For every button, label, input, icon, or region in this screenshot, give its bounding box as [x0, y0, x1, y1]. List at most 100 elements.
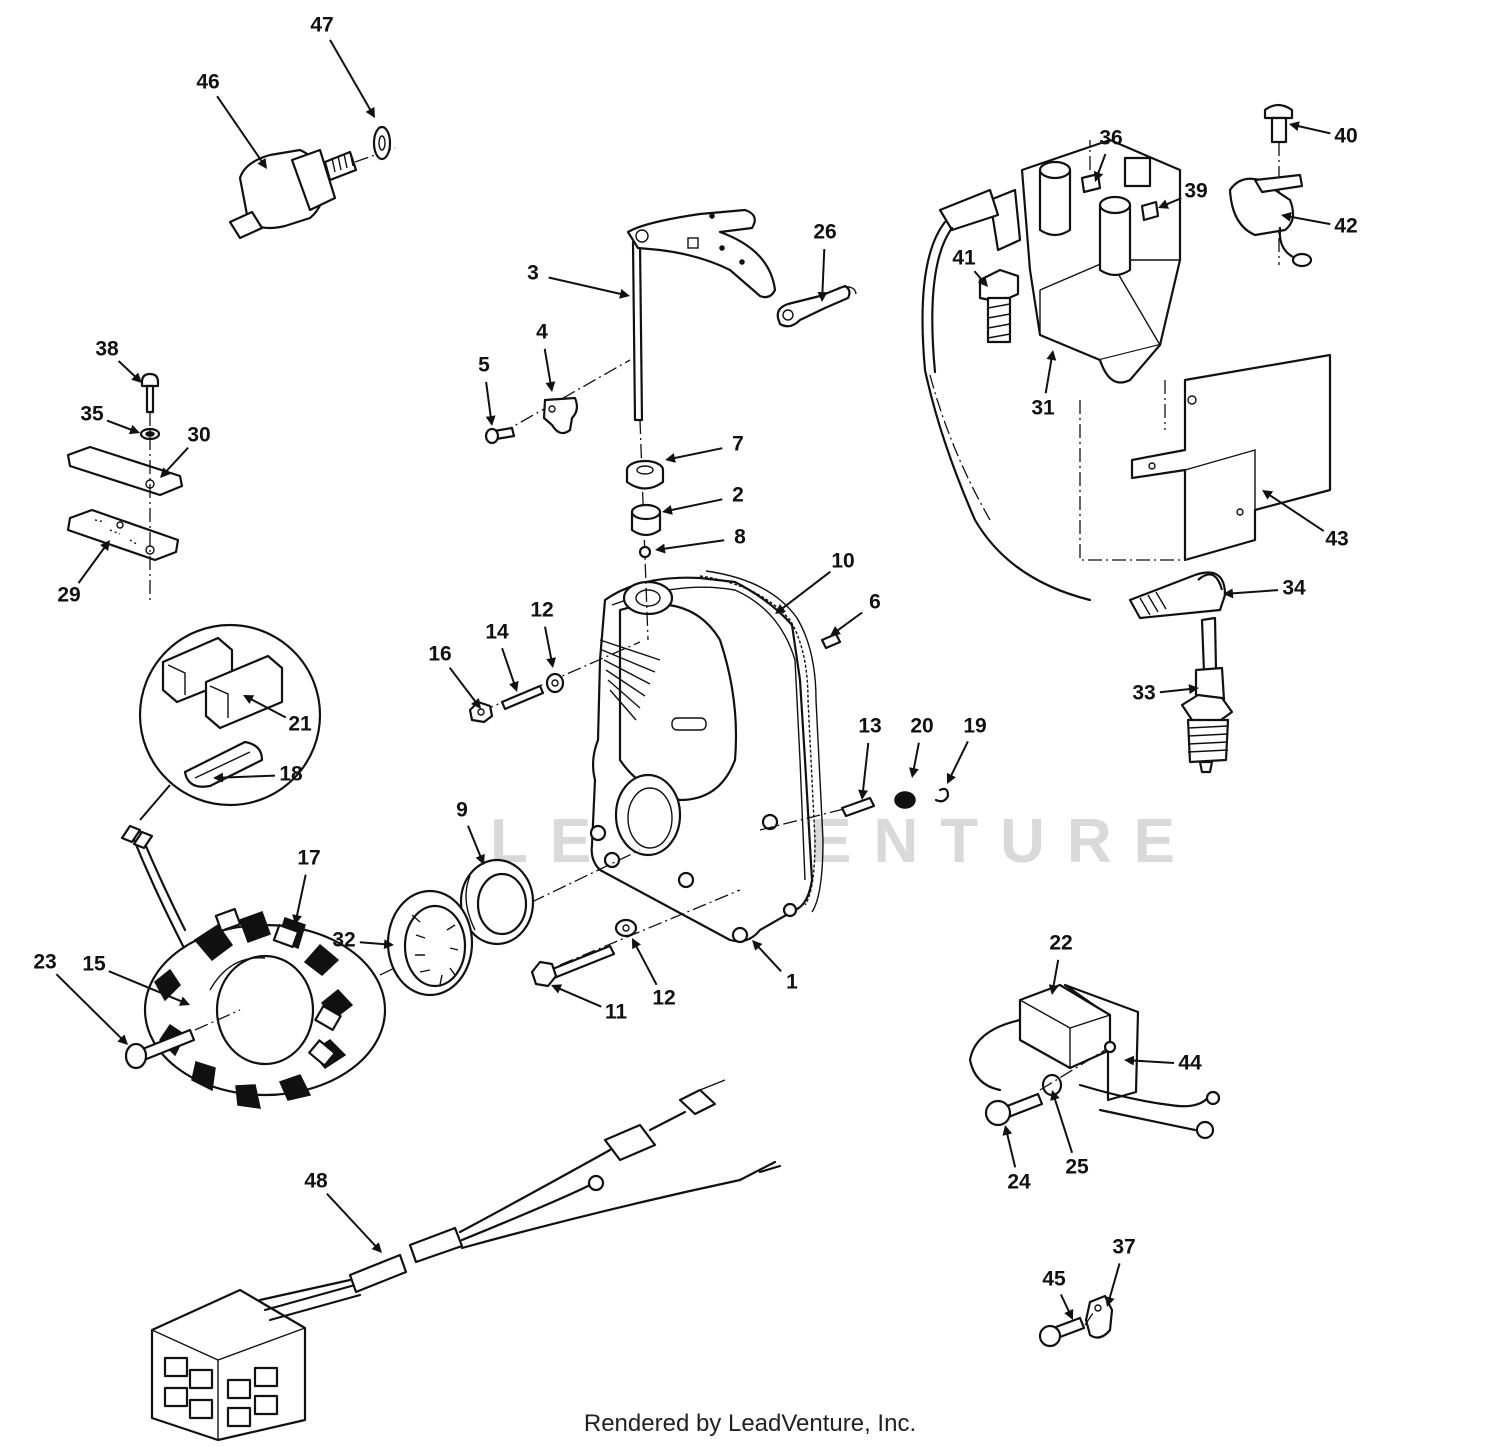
- callout-c3: 3: [527, 262, 630, 299]
- callout-c18: 18: [213, 763, 303, 786]
- callout-leader-c36: [1093, 153, 1107, 182]
- callout-label-c33: 33: [1132, 682, 1155, 705]
- callout-leader-c29: [77, 539, 110, 584]
- callout-label-c12b: 12: [652, 987, 675, 1010]
- callout-c47: 47: [310, 14, 375, 119]
- callout-label-c4: 4: [536, 321, 548, 344]
- pin-spring-retainer: [759, 787, 950, 831]
- callout-label-c3: 3: [527, 262, 539, 285]
- callout-leader-c26: [817, 248, 828, 302]
- callout-leader-c17: [292, 874, 307, 925]
- callout-leader-c35: [106, 419, 140, 435]
- callout-c2: 2: [662, 484, 744, 515]
- callout-c24: 24: [1002, 1124, 1031, 1194]
- callout-c13: 13: [858, 715, 882, 800]
- callout-c45: 45: [1042, 1268, 1074, 1321]
- callout-label-c31: 31: [1031, 397, 1055, 420]
- callout-label-c2: 2: [732, 484, 744, 507]
- callout-c8: 8: [655, 526, 746, 554]
- callout-c4: 4: [536, 321, 556, 392]
- callout-c41: 41: [952, 247, 988, 288]
- callout-c17: 17: [292, 847, 321, 925]
- callout-leader-c21: [243, 694, 287, 719]
- callout-leader-c40: [1288, 121, 1331, 135]
- callout-c12b: 12: [631, 938, 676, 1010]
- callout-label-c24: 24: [1007, 1171, 1031, 1194]
- callout-c36: 36: [1093, 127, 1123, 182]
- callout-leader-c6: [829, 611, 863, 636]
- spark-plug-and-boot: [1128, 571, 1234, 774]
- callout-leader-c22: [1048, 959, 1060, 995]
- callout-leader-c48: [326, 1193, 382, 1253]
- callout-leader-c12a: [544, 626, 556, 668]
- callout-leader-c15: [108, 970, 191, 1006]
- coil-bracket: [1079, 353, 1332, 562]
- callout-c15: 15: [82, 953, 191, 1006]
- callout-label-c10: 10: [831, 550, 854, 573]
- callout-leader-c47: [329, 39, 375, 119]
- callout-leader-c24: [1002, 1124, 1017, 1168]
- callout-leader-c38: [117, 360, 142, 383]
- callout-label-c41: 41: [952, 247, 976, 270]
- callout-c20: 20: [909, 715, 934, 778]
- callout-label-c30: 30: [187, 424, 210, 447]
- callout-c40: 40: [1288, 121, 1358, 148]
- callout-c25: 25: [1050, 1089, 1089, 1179]
- callout-leader-c10: [775, 570, 831, 615]
- oil-pressure-switch: [228, 125, 396, 240]
- callout-label-c32: 32: [332, 929, 355, 952]
- callout-leader-c13: [858, 742, 870, 800]
- callout-label-c20: 20: [910, 715, 933, 738]
- callout-c32: 32: [332, 929, 394, 952]
- ignition-coil: [921, 138, 1182, 602]
- callout-leader-c25: [1050, 1089, 1074, 1154]
- callout-label-c18: 18: [279, 763, 303, 786]
- callout-label-c17: 17: [297, 847, 320, 870]
- callout-c11: 11: [550, 984, 628, 1024]
- callout-leader-c45: [1059, 1294, 1074, 1321]
- callout-leader-c19: [946, 740, 969, 784]
- callout-label-c15: 15: [82, 953, 106, 976]
- wire-harness: [150, 1079, 782, 1442]
- callout-c26: 26: [813, 221, 837, 302]
- callout-label-c47: 47: [310, 14, 333, 37]
- callout-label-c48: 48: [304, 1170, 328, 1193]
- callout-label-c37: 37: [1112, 1236, 1135, 1259]
- callout-label-c26: 26: [813, 221, 836, 244]
- callout-leader-c16: [448, 667, 482, 709]
- callout-leader-c4: [543, 348, 556, 392]
- callout-leader-c30: [160, 447, 189, 478]
- callout-c48: 48: [304, 1170, 382, 1253]
- callout-label-c38: 38: [95, 338, 119, 361]
- callout-c19: 19: [946, 715, 987, 784]
- callout-leader-c11: [550, 984, 602, 1008]
- callout-leader-c34: [1223, 588, 1279, 599]
- callout-leader-c23: [55, 973, 129, 1046]
- callout-label-c44: 44: [1178, 1052, 1202, 1075]
- callout-label-c29: 29: [57, 584, 80, 607]
- callout-c44: 44: [1124, 1052, 1202, 1075]
- callout-label-c34: 34: [1282, 577, 1306, 600]
- callout-c10: 10: [775, 550, 855, 615]
- callout-c5: 5: [478, 354, 496, 426]
- callout-leader-c41: [973, 270, 988, 288]
- stator-screw: [124, 1009, 241, 1070]
- callout-c1: 1: [752, 940, 798, 994]
- callout-c35: 35: [80, 403, 140, 435]
- callout-leader-c5: [485, 381, 496, 426]
- callout-leader-c31: [1044, 350, 1057, 394]
- callout-leader-c18: [213, 772, 276, 783]
- callout-c29: 29: [57, 539, 110, 607]
- footer-credit: Rendered by LeadVenture, Inc.: [583, 1410, 917, 1437]
- callout-leader-c20: [909, 742, 920, 778]
- callout-leader-c39: [1157, 197, 1182, 209]
- callout-label-c40: 40: [1334, 125, 1357, 148]
- callout-label-c36: 36: [1099, 127, 1122, 150]
- cover-bolt-lower: [530, 889, 741, 988]
- callout-label-c11: 11: [605, 1001, 628, 1024]
- callout-leader-c37: [1105, 1263, 1121, 1308]
- callout-leader-c14: [501, 647, 519, 692]
- callout-label-c19: 19: [963, 715, 986, 738]
- callout-label-c1: 1: [786, 971, 798, 994]
